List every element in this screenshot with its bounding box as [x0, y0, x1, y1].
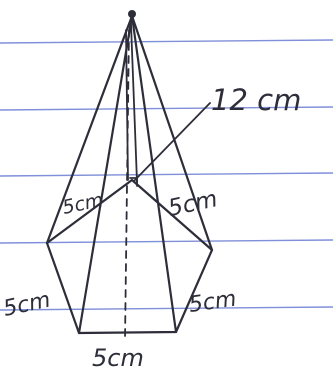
- base-side-label-left: 5cm: [1, 288, 53, 322]
- ruled-lines: [0, 39, 333, 311]
- ruled-line: [0, 306, 333, 311]
- apex-point: [128, 10, 136, 18]
- lateral-edge-left: [45, 14, 134, 245]
- slant-line: [125, 29, 129, 181]
- ruled-line: [0, 39, 333, 44]
- ruled-line: [0, 106, 333, 111]
- slant-height-label-right: 5cm: [166, 186, 220, 222]
- slant-line: [130, 23, 138, 183]
- right-angle-marker: [129, 177, 138, 187]
- height-label: 12 cm: [211, 83, 301, 117]
- height-dashed-line: [124, 29, 130, 341]
- lateral-edge-front-left: [77, 14, 134, 335]
- ruled-line: [0, 239, 333, 244]
- lateral-edge-front-right: [130, 14, 178, 334]
- pentagon-base: [45, 178, 214, 335]
- lateral-edge-right: [130, 14, 214, 252]
- ruled-line: [0, 172, 333, 177]
- height-pointer-line: [133, 102, 211, 182]
- base-side-label-right: 5cm: [187, 287, 238, 318]
- base-side-label-bottom: 5cm: [92, 344, 144, 372]
